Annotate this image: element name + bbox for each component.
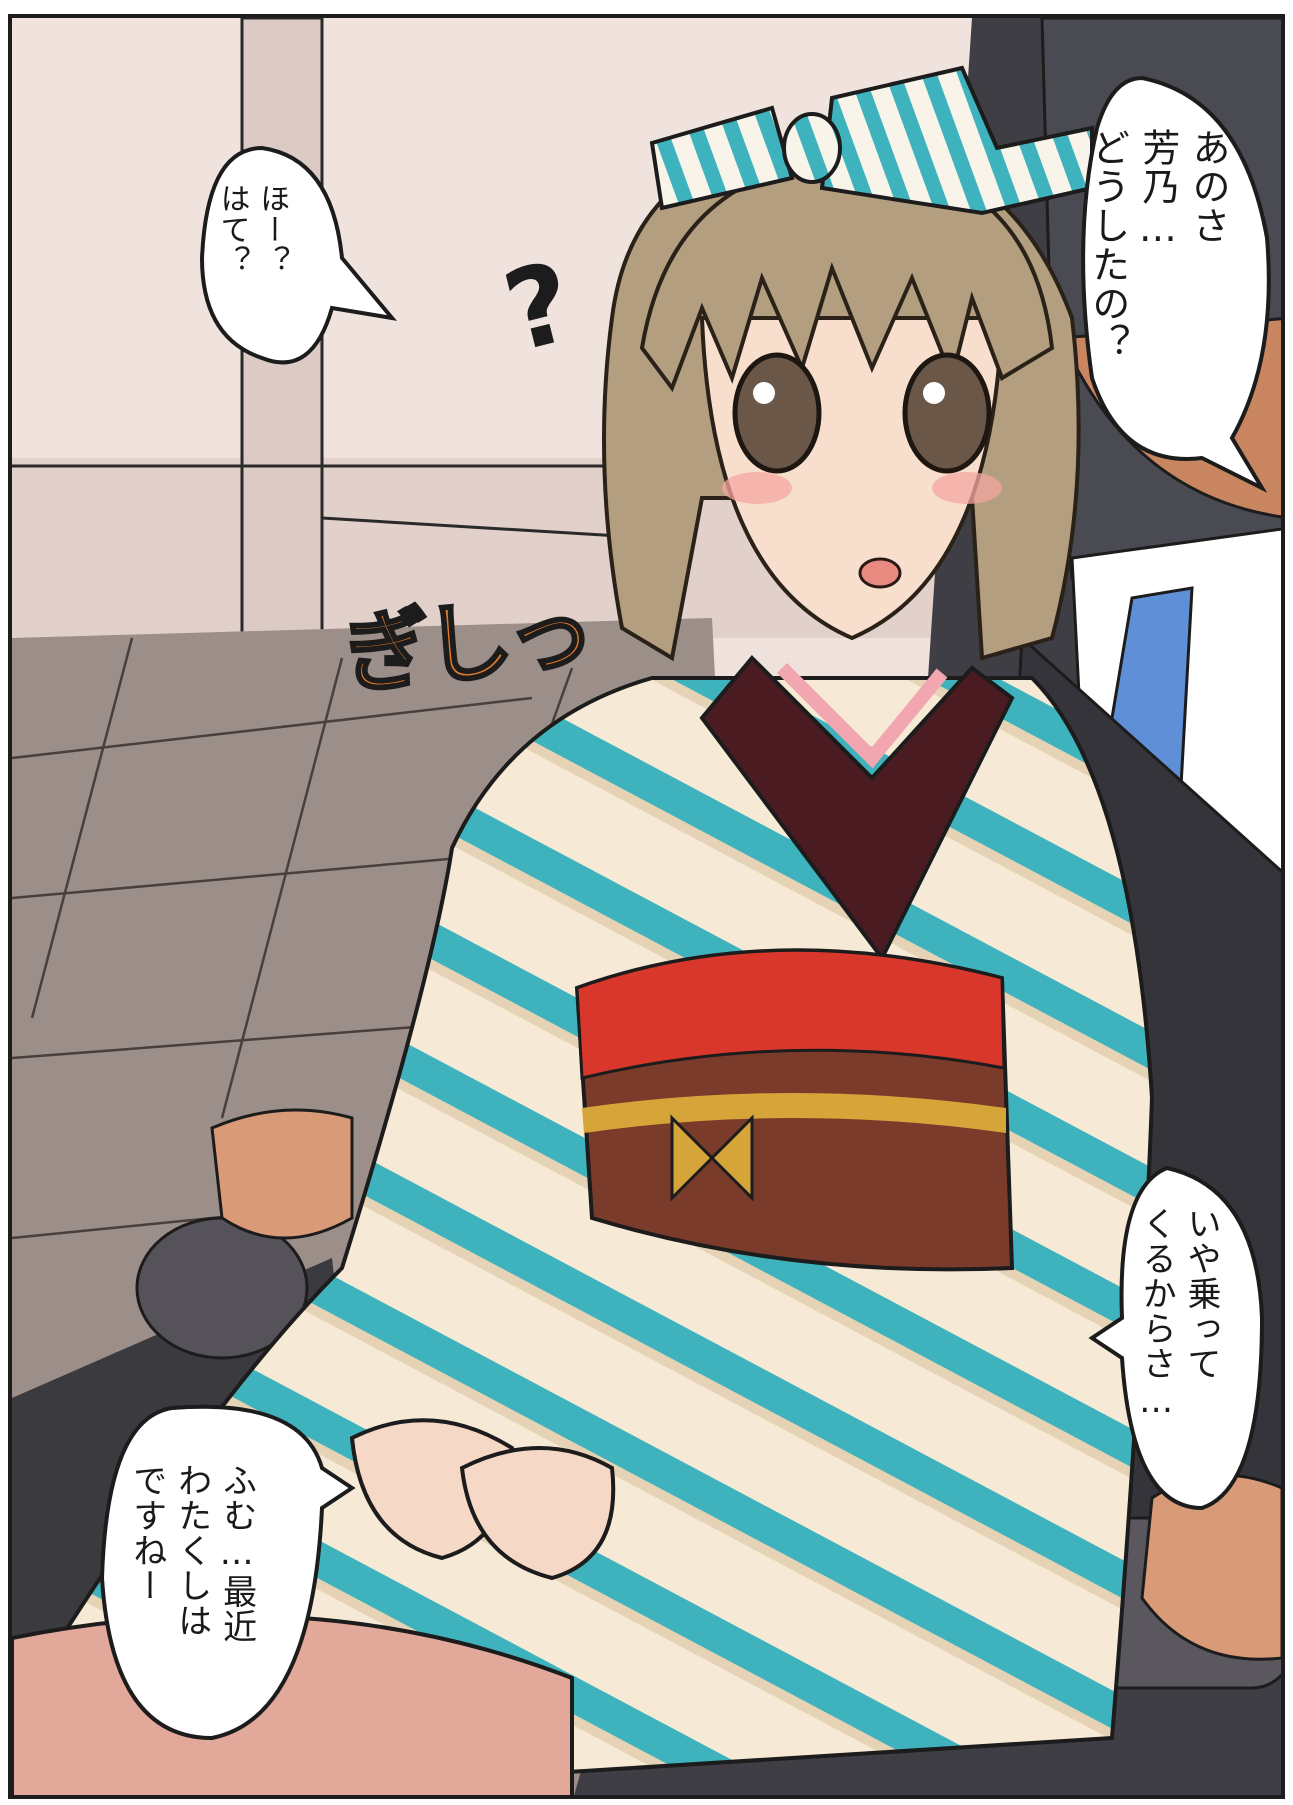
speech-bubbles <box>99 75 1271 1741</box>
speech-bubble-text-left-lower: ふむ…最近 わたくしは ですねー <box>126 1463 257 1644</box>
speech-bubble-text-right-lower: いや乗って くるからさ… <box>1136 1206 1221 1422</box>
panel-illustration <box>12 18 1281 1795</box>
manga-panel: あのさ 芳乃… どうしたの？ ほー？ はて？ いや乗って くるからさ… ふむ…最… <box>8 14 1285 1799</box>
gishi-sound-effect: ぎしっ <box>337 578 595 709</box>
speech-bubble-text-left-top: ほー？ はて？ <box>214 183 290 276</box>
speech-bubble-text-right-top: あのさ 芳乃… どうしたの？ <box>1085 128 1230 362</box>
